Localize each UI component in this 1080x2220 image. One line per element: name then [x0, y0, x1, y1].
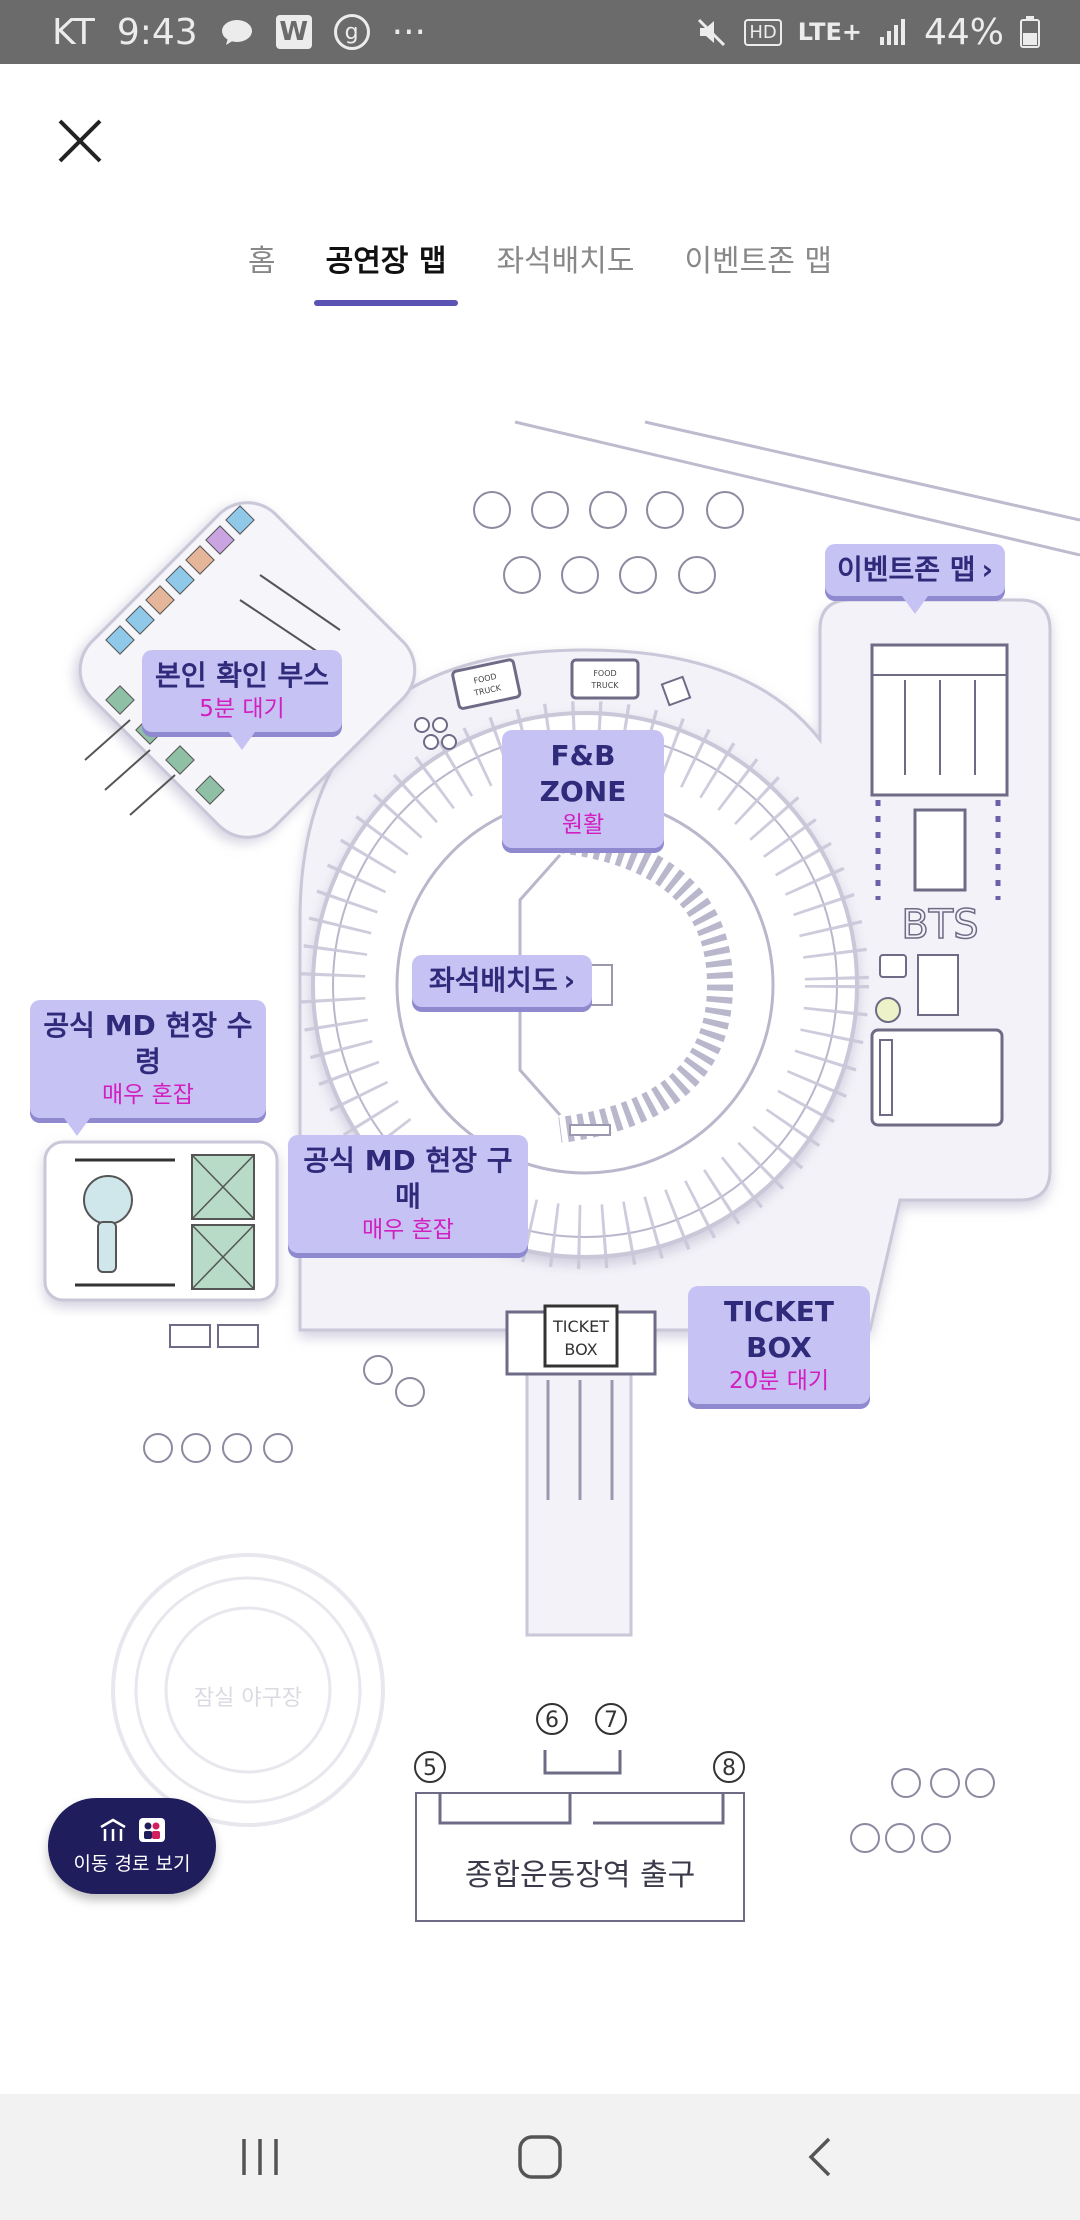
exit-number-5: 5	[423, 1756, 437, 1781]
md-pickup-status: 매우 혼잡	[102, 1082, 194, 1108]
status-right: HD LTE+ 44%	[696, 12, 1040, 53]
home-icon	[518, 2135, 562, 2179]
close-button[interactable]	[50, 111, 110, 171]
md-purchase-callout[interactable]: 공식 MD 현장 구매 매우 혼잡	[288, 1135, 528, 1253]
svg-text:TRUCK: TRUCK	[590, 681, 619, 690]
md-pickup-title: 공식 MD 현장 수령	[43, 1009, 253, 1078]
road-lines	[514, 420, 1080, 557]
recent-apps-button[interactable]	[230, 2127, 290, 2187]
fnb-zone-status: 원활	[561, 812, 605, 838]
baseball-stadium: 잠실 야구장	[111, 1553, 385, 1827]
exit-number-8: 8	[722, 1756, 736, 1781]
id-booth-title: 본인 확인 부스	[154, 659, 330, 692]
people-icon	[139, 1817, 165, 1842]
subway-icon	[100, 1818, 126, 1841]
chevron-right-icon: ›	[563, 964, 576, 997]
ticket-box-callout[interactable]: TICKET BOX 20분 대기	[688, 1286, 870, 1404]
back-icon	[808, 2137, 831, 2177]
hd-voice-icon: HD	[744, 18, 782, 46]
tab-home[interactable]: 홈	[247, 244, 276, 279]
seat-map-link[interactable]: 좌석배치도 ›	[412, 955, 592, 1007]
seat-map-link-label: 좌석배치도	[428, 964, 558, 997]
walkway	[525, 1328, 633, 1637]
signal-icon	[878, 17, 908, 47]
app-w-icon: W	[275, 15, 312, 49]
tab-seat-map[interactable]: 좌석배치도	[496, 244, 635, 279]
chat-bubble-icon	[220, 18, 254, 46]
chevron-right-icon: ›	[981, 553, 994, 586]
back-button[interactable]	[790, 2127, 850, 2187]
exit-label: 종합운동장역 출구	[465, 1858, 695, 1893]
tab-venue-map[interactable]: 공연장 맵	[313, 234, 459, 306]
clock: 9:43	[116, 11, 198, 53]
event-zone-area: BTS	[870, 643, 1009, 1127]
id-booth-callout[interactable]: 본인 확인 부스 5분 대기	[142, 650, 342, 750]
id-booth-status: 5분 대기	[199, 696, 285, 722]
exit-number-6: 6	[545, 1708, 559, 1733]
md-booth-area	[43, 1140, 279, 1348]
close-icon	[58, 119, 102, 163]
status-bar: KT 9:43 W g ··· HD LTE+ 44%	[0, 0, 1080, 64]
event-zone-link-label: 이벤트존 맵	[836, 553, 976, 586]
network-type-label: LTE+	[797, 18, 862, 46]
food-trucks: FOOD TRUCK FOOD TRUCK	[414, 658, 692, 750]
station-exit: 종합운동장역 출구 5 6 7 8	[414, 1703, 745, 1922]
ticket-box-label-1: TICKET	[552, 1317, 609, 1336]
tab-bar: 홈 공연장 맵 좌석배치도 이벤트존 맵	[0, 234, 1080, 306]
ticket-box: TICKET BOX	[505, 1304, 657, 1376]
stage-label: BTS	[901, 902, 978, 948]
home-button[interactable]	[510, 2127, 570, 2187]
svg-text:FOOD: FOOD	[593, 669, 616, 678]
md-pickup-callout[interactable]: 공식 MD 현장 수령 매우 혼잡	[30, 1000, 266, 1136]
battery-percent: 44%	[923, 11, 1004, 53]
more-notifications-icon: ···	[391, 11, 426, 53]
event-zone-map-link[interactable]: 이벤트존 맵 ›	[825, 544, 1005, 614]
ticket-box-label-2: BOX	[564, 1340, 597, 1359]
carrier-label: KT	[52, 11, 95, 53]
tab-event-zone-map[interactable]: 이벤트존 맵	[684, 244, 832, 279]
fnb-zone-title: F&B ZONE	[539, 739, 627, 808]
system-navigation-bar	[0, 2094, 1080, 2220]
battery-icon	[1020, 16, 1040, 48]
app-g-icon: g	[333, 14, 370, 50]
recent-apps-icon	[242, 2139, 278, 2175]
mute-icon	[696, 16, 728, 48]
status-left: KT 9:43 W g ···	[52, 12, 426, 53]
exit-number-7: 7	[604, 1708, 618, 1733]
ticket-box-status: 20분 대기	[728, 1368, 830, 1394]
ticket-box-title: TICKET BOX	[724, 1295, 834, 1364]
md-purchase-status: 매우 혼잡	[362, 1217, 454, 1243]
trees	[143, 491, 995, 1853]
baseball-stadium-label: 잠실 야구장	[194, 1686, 302, 1711]
fnb-zone-callout[interactable]: F&B ZONE 원활	[502, 730, 664, 848]
view-route-button[interactable]: 이동 경로 보기	[48, 1798, 216, 1894]
lightstick-icon	[83, 1175, 133, 1273]
view-route-label: 이동 경로 보기	[73, 1852, 191, 1875]
md-purchase-title: 공식 MD 현장 구매	[303, 1144, 513, 1213]
